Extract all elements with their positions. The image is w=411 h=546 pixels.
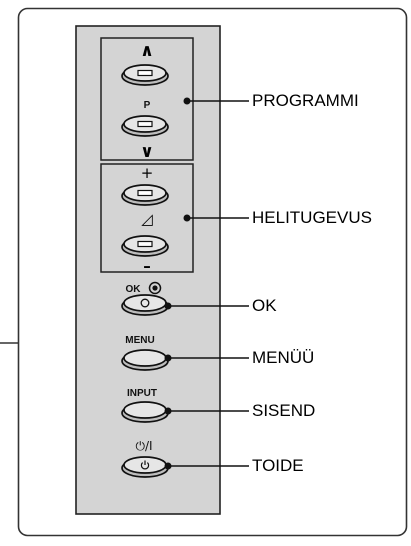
callout-ok: OK [252, 296, 277, 315]
program-up-button[interactable] [121, 64, 169, 86]
callout-helitugevus: HELITUGEVUS [252, 208, 372, 227]
control-panel [75, 25, 221, 515]
power-button[interactable] [121, 456, 169, 478]
ok-button[interactable] [121, 294, 169, 316]
program-up-icon: ∧ [140, 41, 154, 61]
volume-minus-icon: – [143, 257, 151, 275]
program-label: P [144, 100, 151, 111]
program-group-box [100, 37, 194, 161]
volume-up-button[interactable] [121, 184, 169, 206]
leader-sisend [164, 407, 249, 415]
ok-panel-label: OK [126, 284, 142, 295]
callout-programmi: PROGRAMMI [252, 91, 359, 110]
input-panel-label: INPUT [127, 388, 157, 399]
volume-down-button[interactable] [121, 235, 169, 257]
program-down-icon: ∨ [140, 142, 154, 162]
callout-menuu: MENÜÜ [252, 348, 315, 367]
leader-ok [164, 302, 249, 310]
menu-button[interactable] [121, 349, 169, 371]
program-down-button[interactable] [121, 115, 169, 137]
power-panel-label: ⏻/I [135, 439, 152, 453]
input-button[interactable] [121, 401, 169, 423]
outer-frame [17, 7, 408, 537]
power-icon [140, 460, 150, 470]
volume-plus-icon: + [141, 164, 154, 182]
ok-indicator-icon [148, 281, 162, 295]
leader-toide [164, 462, 249, 470]
callout-toide: TOIDE [252, 456, 304, 475]
leader-menuu [164, 354, 249, 362]
callout-sisend: SISEND [252, 401, 316, 420]
volume-icon: ◿ [141, 210, 153, 228]
leader-helitugevus [183, 214, 249, 222]
leader-programmi [183, 97, 249, 105]
menu-panel-label: MENU [125, 335, 154, 346]
